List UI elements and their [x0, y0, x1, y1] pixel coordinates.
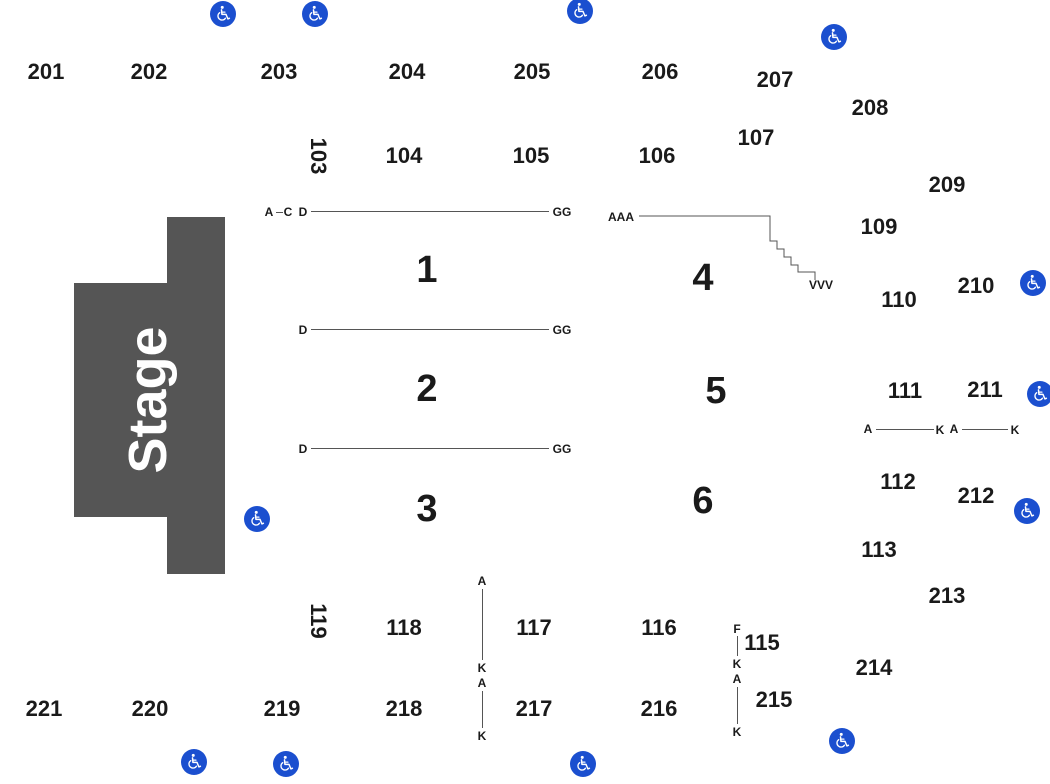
wheelchair-icon — [570, 751, 596, 777]
section-205[interactable]: 205 — [513, 59, 551, 84]
section-floor-5[interactable]: 5 — [705, 370, 727, 412]
section-214[interactable]: 214 — [855, 655, 893, 680]
row-label: K — [732, 657, 742, 671]
section-201[interactable]: 201 — [27, 59, 65, 84]
row-label: D — [298, 442, 308, 456]
row-label: A — [477, 574, 487, 588]
section-219[interactable]: 219 — [263, 696, 301, 721]
section-220[interactable]: 220 — [131, 696, 169, 721]
wheelchair-icon — [567, 0, 593, 24]
wheelchair-icon — [829, 728, 855, 754]
row-label: F — [733, 622, 741, 636]
row-line — [737, 636, 738, 656]
stage-block-extension — [167, 217, 225, 574]
section-floor-1[interactable]: 1 — [416, 249, 438, 291]
wheelchair-icon — [244, 506, 270, 532]
row-label: A — [949, 422, 959, 436]
row-line — [482, 589, 483, 660]
wheelchair-icon — [302, 1, 328, 27]
row-line — [737, 687, 738, 724]
wheelchair-icon — [273, 751, 299, 777]
section-113[interactable]: 113 — [861, 537, 897, 562]
section-217[interactable]: 217 — [515, 696, 553, 721]
row-label: A — [264, 205, 274, 219]
row-label: GG — [552, 442, 572, 456]
section-202[interactable]: 202 — [130, 59, 168, 84]
wheelchair-icon — [1027, 381, 1050, 407]
row-label: A — [863, 422, 873, 436]
row-label: C — [283, 205, 293, 219]
section-212[interactable]: 212 — [957, 483, 995, 508]
row-label: D — [298, 205, 308, 219]
row-label: GG — [552, 323, 572, 337]
row-label: AAA — [608, 210, 634, 224]
row-label: K — [477, 729, 487, 743]
section-208[interactable]: 208 — [851, 95, 889, 120]
section-216[interactable]: 216 — [640, 696, 678, 721]
section-115[interactable]: 115 — [744, 630, 780, 655]
section-209[interactable]: 209 — [928, 172, 966, 197]
section-218[interactable]: 218 — [385, 696, 423, 721]
section-215[interactable]: 215 — [755, 687, 793, 712]
row-label: K — [732, 725, 742, 739]
section-floor-3[interactable]: 3 — [416, 488, 438, 530]
wheelchair-icon — [1020, 270, 1046, 296]
section-213[interactable]: 213 — [928, 583, 966, 608]
section-112[interactable]: 112 — [880, 469, 916, 494]
section-116[interactable]: 116 — [641, 615, 677, 640]
section-221[interactable]: 221 — [25, 696, 63, 721]
row-label: K — [1010, 423, 1020, 437]
section-104[interactable]: 104 — [385, 143, 423, 168]
row-line — [311, 448, 549, 449]
section-111[interactable]: 111 — [887, 378, 923, 403]
section-118[interactable]: 118 — [386, 615, 422, 640]
row-label: D — [298, 323, 308, 337]
section-204[interactable]: 204 — [388, 59, 426, 84]
row-label: K — [477, 661, 487, 675]
section-117[interactable]: 117 — [516, 615, 552, 640]
row-label: VVV — [808, 278, 834, 292]
row-line — [311, 211, 549, 212]
section-211[interactable]: 211 — [967, 377, 1003, 402]
row-line — [876, 429, 934, 430]
wheelchair-icon — [1014, 498, 1040, 524]
section-106[interactable]: 106 — [638, 143, 676, 168]
row-line — [276, 212, 283, 213]
section-203[interactable]: 203 — [260, 59, 298, 84]
section-207[interactable]: 207 — [756, 67, 794, 92]
section-110[interactable]: 110 — [881, 287, 917, 312]
wheelchair-icon — [210, 1, 236, 27]
section-floor-6[interactable]: 6 — [692, 480, 714, 522]
wheelchair-icon — [821, 24, 847, 50]
row-label: GG — [552, 205, 572, 219]
section-floor-2[interactable]: 2 — [416, 368, 438, 410]
row-label: A — [477, 676, 487, 690]
row-line — [311, 329, 549, 330]
wheelchair-icon — [181, 749, 207, 775]
section-107[interactable]: 107 — [737, 125, 775, 150]
row-label: K — [935, 423, 945, 437]
row-label: A — [732, 672, 742, 686]
section-109[interactable]: 109 — [860, 214, 898, 239]
section-105[interactable]: 105 — [512, 143, 550, 168]
section-206[interactable]: 206 — [641, 59, 679, 84]
row-line — [482, 691, 483, 728]
row-line — [962, 429, 1008, 430]
section-floor-4[interactable]: 4 — [692, 257, 714, 299]
section-210[interactable]: 210 — [957, 273, 995, 298]
